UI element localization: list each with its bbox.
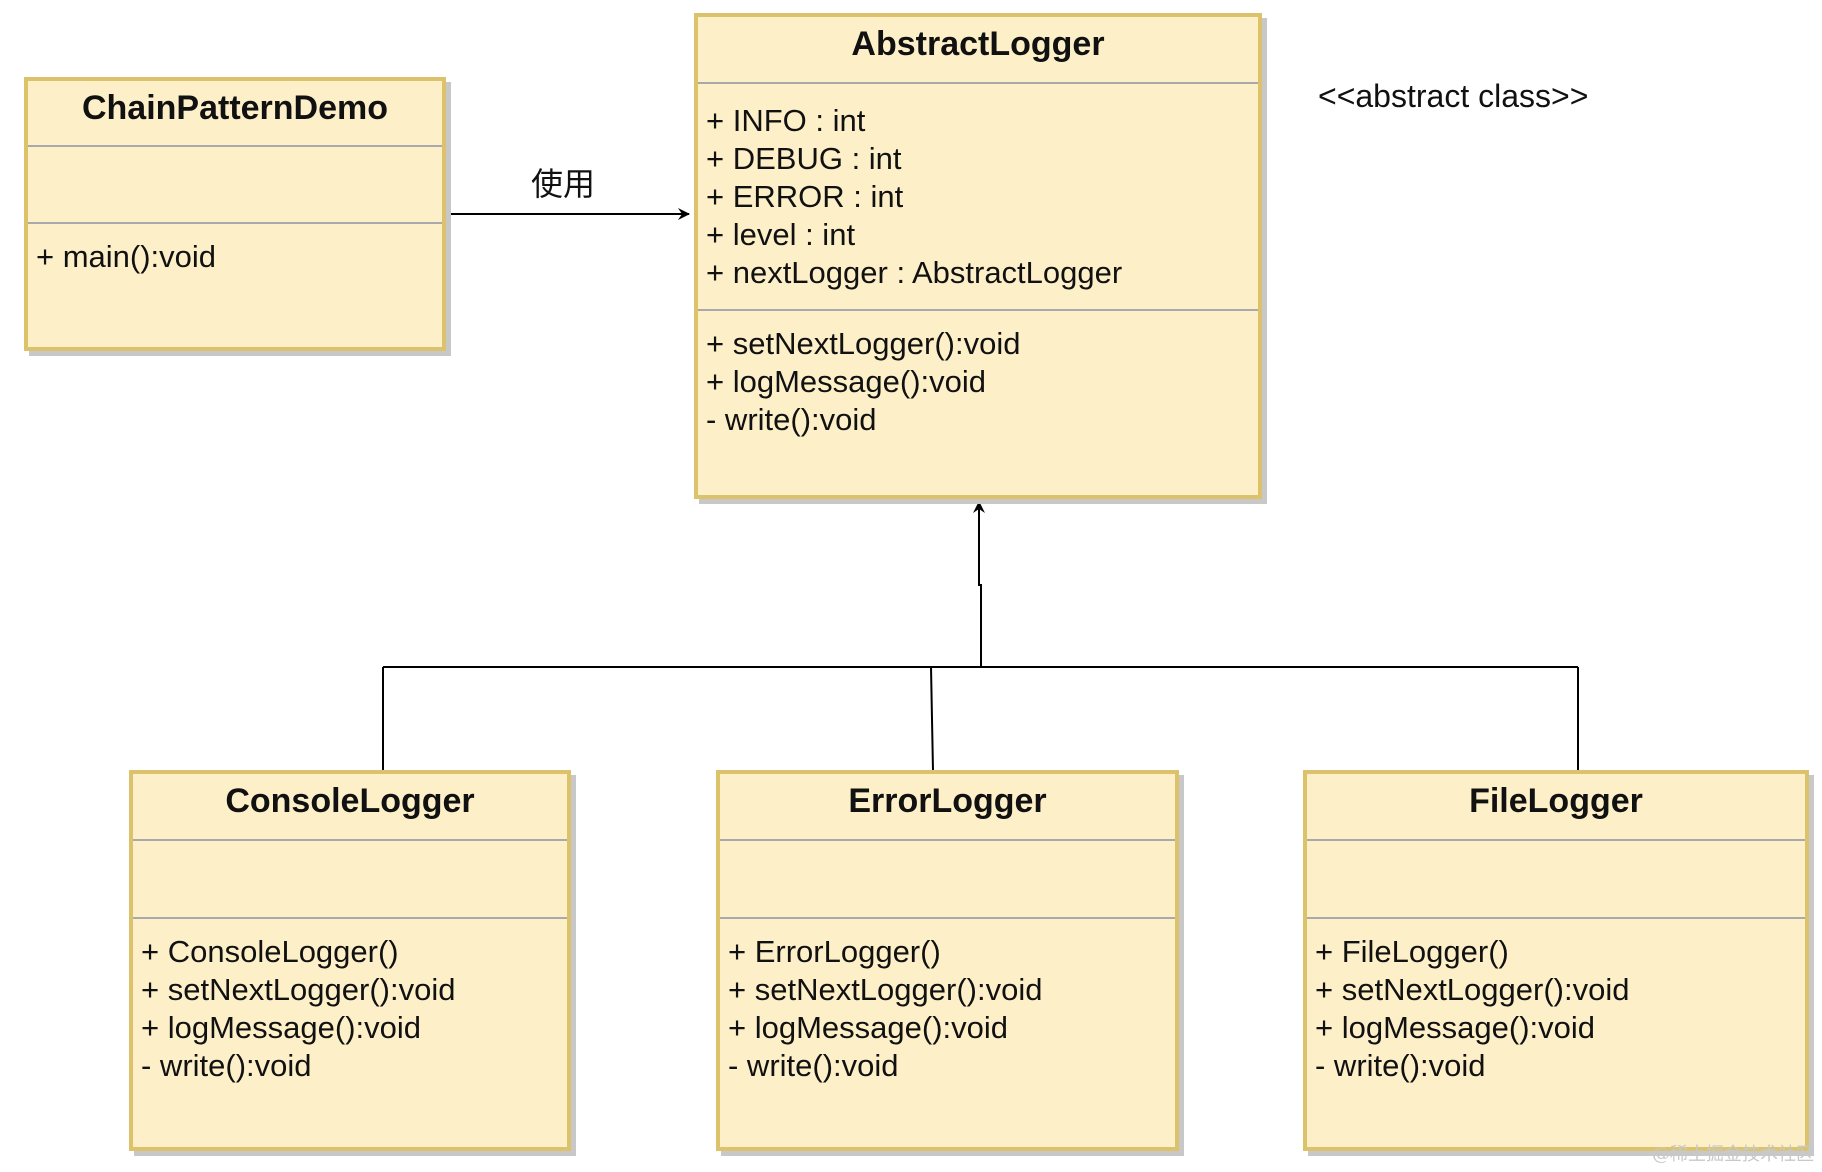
operation-write: - write():void (1315, 1048, 1486, 1083)
operation-write: - write():void (706, 402, 877, 437)
class-name: ConsoleLogger (133, 774, 567, 841)
abstract-stereotype-label: <<abstract class>> (1318, 78, 1589, 114)
operations-section: + main():void (28, 224, 442, 276)
attributes-section (1307, 841, 1805, 919)
inheritance-branch-error (930, 666, 934, 772)
operations-section: + ErrorLogger() + setNextLogger():void +… (720, 919, 1175, 1085)
operations-section: + setNextLogger():void + logMessage():vo… (698, 311, 1258, 439)
class-error-logger[interactable]: ErrorLogger + ErrorLogger() + setNextLog… (716, 770, 1179, 1151)
operation-log-message: + logMessage():void (706, 364, 986, 399)
operation-set-next-logger: + setNextLogger():void (141, 972, 456, 1007)
operation-constructor: + ErrorLogger() (728, 934, 941, 969)
operation-main: + main():void (36, 239, 217, 274)
attribute-debug: + DEBUG : int (706, 141, 902, 176)
inheritance-trunk-line (973, 501, 985, 667)
operation-set-next-logger: + setNextLogger():void (706, 326, 1021, 361)
uses-relation-label: 使用 (531, 165, 596, 203)
operation-set-next-logger: + setNextLogger():void (1315, 972, 1630, 1007)
operation-constructor: + ConsoleLogger() (141, 934, 399, 969)
class-file-logger[interactable]: FileLogger + FileLogger() + setNextLogge… (1303, 770, 1809, 1151)
attributes-section (133, 841, 567, 919)
class-chain-pattern-demo[interactable]: ChainPatternDemo + main():void (24, 77, 446, 351)
operation-log-message: + logMessage():void (1315, 1010, 1595, 1045)
class-name: AbstractLogger (698, 17, 1258, 84)
attributes-section (28, 147, 442, 224)
attributes-section (720, 841, 1175, 919)
attributes-section: + INFO : int + DEBUG : int + ERROR : int… (698, 84, 1258, 311)
class-name: FileLogger (1307, 774, 1805, 841)
operation-constructor: + FileLogger() (1315, 934, 1509, 969)
operations-section: + ConsoleLogger() + setNextLogger():void… (133, 919, 567, 1085)
class-console-logger[interactable]: ConsoleLogger + ConsoleLogger() + setNex… (129, 770, 571, 1151)
class-abstract-logger[interactable]: AbstractLogger + INFO : int + DEBUG : in… (694, 13, 1262, 499)
attribute-info: + INFO : int (706, 103, 866, 138)
attribute-level: + level : int (706, 217, 856, 252)
watermark: @稀土掘金技术社区 (1652, 1144, 1814, 1165)
class-name: ChainPatternDemo (28, 81, 442, 147)
attribute-error: + ERROR : int (706, 179, 904, 214)
operation-log-message: + logMessage():void (141, 1010, 421, 1045)
attribute-next-logger: + nextLogger : AbstractLogger (706, 255, 1123, 290)
class-name: ErrorLogger (720, 774, 1175, 841)
operation-log-message: + logMessage():void (728, 1010, 1008, 1045)
operation-write: - write():void (141, 1048, 312, 1083)
operations-section: + FileLogger() + setNextLogger():void + … (1307, 919, 1805, 1085)
operation-write: - write():void (728, 1048, 899, 1083)
operation-set-next-logger: + setNextLogger():void (728, 972, 1043, 1007)
